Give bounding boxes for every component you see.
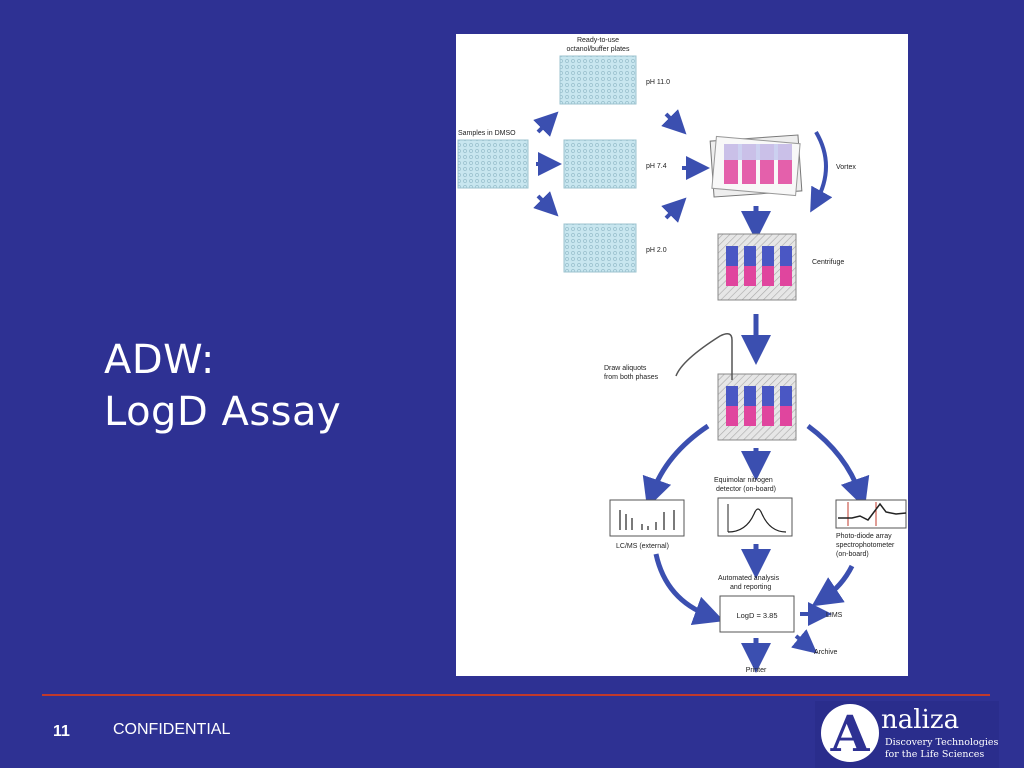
centrifuge-block: [717, 233, 797, 301]
draw-label-line1: Draw aliquots: [604, 365, 647, 372]
nitrogen-chart: [717, 497, 793, 537]
logd-workflow-diagram: Ready-to-use octanol/buffer plates Sampl…: [456, 34, 908, 676]
samples-label: Samples in DMSO: [458, 130, 516, 137]
nitrogen-label-line2: detector (on-board): [716, 486, 776, 493]
vortex-arrow: [810, 130, 833, 213]
slide-title-line2: LogD Assay: [104, 389, 342, 435]
arrow-lcms-to-report: [653, 553, 725, 625]
lims-label: LIMS: [826, 612, 843, 619]
pda-label-line2: spectrophotometer: [836, 542, 895, 549]
workflow-svg: Ready-to-use octanol/buffer plates Sampl…: [457, 37, 907, 674]
plates-header-line1: Ready-to-use: [577, 37, 619, 44]
logo-letter: A: [830, 704, 870, 763]
analysis-label-line1: Automated analysis: [718, 575, 780, 582]
aliquot-block: [717, 373, 797, 441]
confidential-label: CONFIDENTIAL: [113, 721, 231, 738]
logo-tagline-line1: Discovery Technologies: [885, 737, 999, 748]
arrow-to-lcms: [642, 423, 710, 509]
plates-header-line2: octanol/buffer plates: [567, 46, 630, 53]
lcms-chart: [609, 499, 685, 537]
page-number: 11: [53, 723, 70, 740]
plate-ph-high: [559, 55, 637, 105]
logo-circle: A: [821, 704, 879, 763]
plate-ph-low: [563, 223, 637, 273]
draw-label-line2: from both phases: [604, 374, 659, 381]
vortex-label: Vortex: [836, 164, 856, 171]
arrow-pda-to-lims: [811, 564, 855, 607]
vortex-plate: [709, 134, 803, 198]
logo-name: naliza: [881, 705, 960, 735]
centrifuge-label: Centrifuge: [812, 259, 844, 266]
pda-label-line3: (on-board): [836, 551, 869, 558]
ph-high-label: pH 11.0: [646, 79, 670, 86]
slide-title-line1: ADW:: [104, 337, 215, 383]
lcms-label: LC/MS (external): [616, 543, 669, 550]
analiza-logo: A naliza Discovery Technologies for the …: [815, 701, 999, 768]
logd-result: LogD = 3.85: [736, 611, 777, 620]
plate-ph-mid: [563, 139, 637, 189]
report-box: LogD = 3.85: [719, 595, 795, 633]
archive-label: Archive: [814, 649, 837, 656]
arrow-to-pda: [806, 423, 870, 509]
printer-label: Printer: [746, 667, 767, 674]
analysis-label-line2: and reporting: [730, 584, 771, 591]
pda-chart: [835, 499, 907, 529]
sample-arrows: [533, 109, 710, 223]
slide-title: ADW: LogD Assay: [104, 334, 341, 438]
plate-samples: [457, 139, 529, 189]
nitrogen-label-line1: Equimolar nitrogen: [714, 477, 773, 484]
ph-mid-label: pH 7.4: [646, 163, 667, 170]
pda-label-line1: Photo-diode array: [836, 533, 892, 540]
arrow-to-archive: [791, 629, 818, 654]
footer-rule: [42, 694, 990, 696]
logo-tagline-line2: for the Life Sciences: [885, 749, 985, 760]
aliquot-needle: [675, 333, 733, 380]
ph-low-label: pH 2.0: [646, 247, 667, 254]
